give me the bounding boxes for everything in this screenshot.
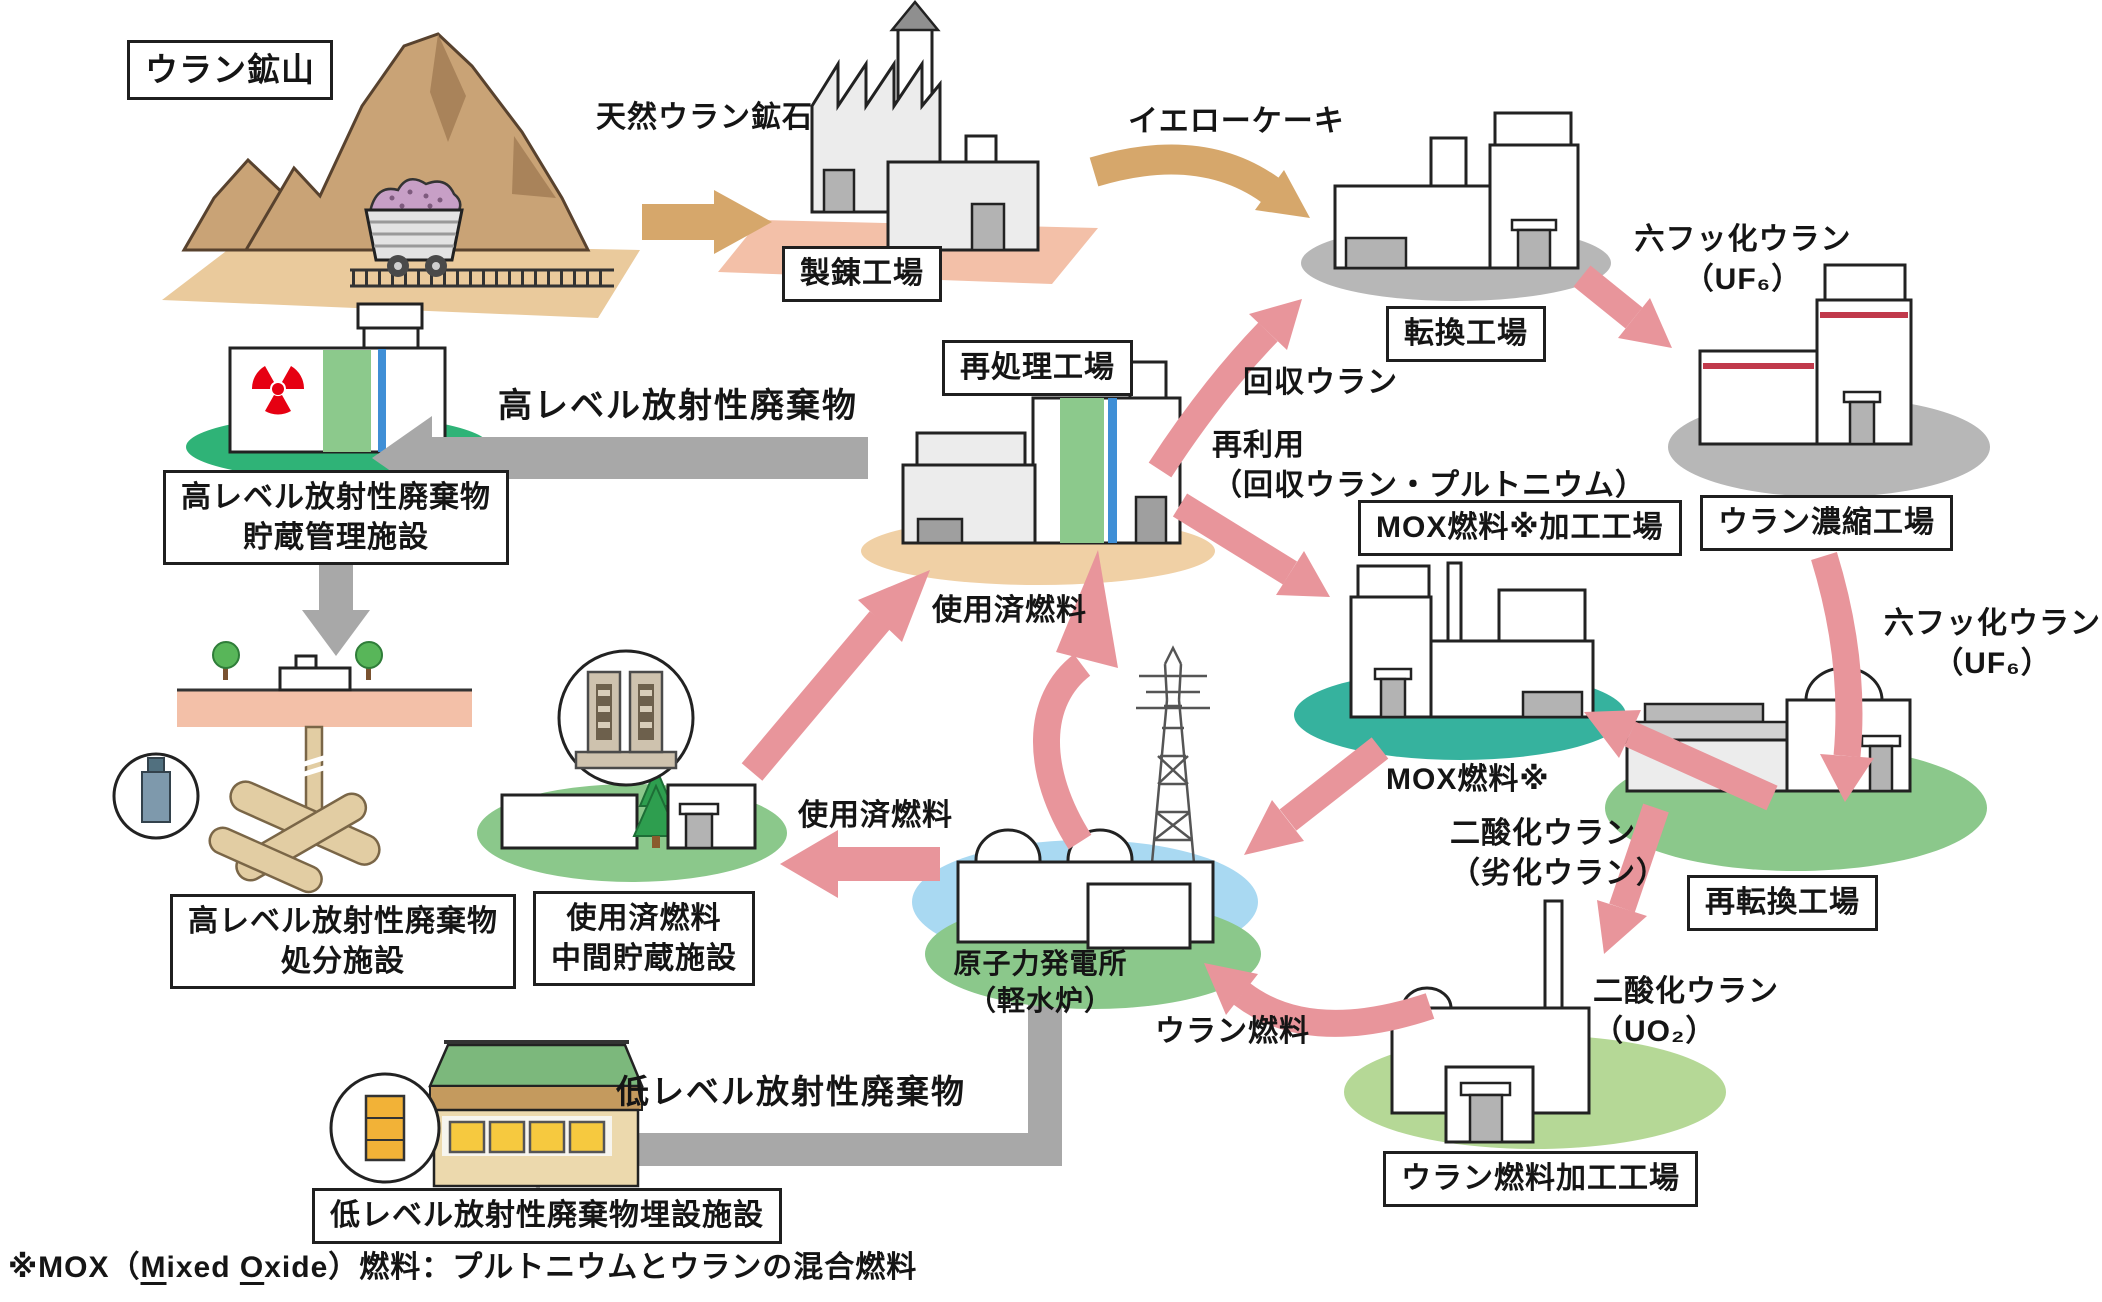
arrow-enrichment-to-reconversion — [1811, 552, 1874, 802]
arrow-conversion-to-enrichment — [1573, 265, 1672, 348]
arrow-reprocessing-to-mox — [1172, 493, 1330, 597]
footnote-underlined-m: M — [140, 1251, 167, 1284]
facility-label-hlw-storage: 高レベル放射性廃棄物 貯蔵管理施設 — [163, 470, 509, 566]
facility-label-fuel-fab-plant: ウラン燃料加工工場 — [1383, 1151, 1698, 1207]
power-pylon-icon — [1136, 645, 1210, 864]
arrow-reconversion-to-mox — [1584, 710, 1778, 811]
arrow-reconversion-to-fuelfab — [1597, 803, 1669, 954]
arrow-storage-to-reprocessing — [741, 570, 930, 781]
footnote-mid: ixed — [166, 1251, 240, 1284]
waste-drums-icon — [448, 1120, 606, 1154]
facility-label-hlw-disposal: 高レベル放射性廃棄物 処分施設 — [170, 894, 516, 990]
llw-burial-illustration — [329, 1040, 644, 1188]
arrow-yellowcake-to-conversion — [1089, 144, 1310, 218]
refining-plant-illustration — [718, 0, 1098, 284]
footnote-mox-definition: ※MOX（Mixed Oxide）燃料：プルトニウムとウランの混合燃料 — [8, 1248, 917, 1288]
facility-label-uranium-mine: ウラン鉱山 — [127, 40, 333, 100]
waste-canister-icon — [112, 752, 200, 840]
flow-label-hlw: 高レベル放射性廃棄物 — [498, 387, 858, 425]
arrow-mox-to-npp — [1244, 737, 1389, 855]
flow-label-spent-fuel-to-reprocessing: 使用済燃料 — [932, 594, 1087, 627]
mine-cart-icon — [364, 177, 464, 277]
radiation-icon — [251, 366, 305, 415]
arrow-storage-to-disposal — [302, 562, 370, 656]
tree-icon — [212, 641, 383, 680]
enrichment-plant-illustration — [1668, 263, 1990, 497]
flow-label-reuse: 再利用 （回収ウラン・プルトニウム） — [1212, 429, 1646, 502]
disposal-tunnels-icon — [208, 780, 381, 894]
flow-label-uo2: 二酸化ウラン （UO₂） — [1593, 975, 1779, 1048]
flow-label-uf6-right: 六フッ化ウラン （UF₆） — [1884, 607, 2101, 680]
flow-label-natural-uranium-ore: 天然ウラン鉱石 — [596, 101, 813, 134]
facility-label-reprocessing-plant: 再処理工場 — [942, 340, 1133, 396]
footnote-underlined-o: O — [239, 1251, 265, 1284]
npp-illustration — [912, 645, 1261, 1009]
arrow-reprocessing-to-conversion — [1148, 299, 1302, 478]
conversion-plant-illustration — [1301, 111, 1611, 301]
flow-label-mox-fuel: MOX燃料※ — [1386, 763, 1550, 796]
flow-label-uo2-depleted: 二酸化ウラン （劣化ウラン） — [1450, 817, 1667, 890]
flow-label-recovered-uranium: 回収ウラン — [1243, 366, 1398, 399]
flow-label-uranium-fuel: ウラン燃料 — [1155, 1015, 1310, 1048]
hlw-storage-illustration — [186, 302, 490, 479]
facility-label-npp: 原子力発電所 （軽水炉） — [953, 948, 1128, 1016]
fuel-fab-plant-illustration — [1344, 899, 1726, 1149]
storage-casks-icon — [557, 649, 695, 787]
facility-label-spent-fuel-storage: 使用済燃料 中間貯蔵施設 — [533, 891, 755, 987]
flow-label-spent-fuel-to-storage: 使用済燃料 — [798, 799, 953, 832]
uranium-mine-illustration — [162, 32, 640, 318]
facility-label-mox-fuel-plant: MOX燃料※加工工場 — [1358, 500, 1682, 556]
facility-label-refining-plant: 製錬工場 — [782, 246, 942, 302]
arrow-fuelfab-to-npp — [1204, 963, 1435, 1037]
flow-label-llw: 低レベル放射性廃棄物 — [616, 1073, 966, 1110]
flow-label-yellowcake: イエローケーキ — [1128, 105, 1345, 138]
arrow-npp-to-storage — [780, 830, 940, 898]
conifer-tree-icon — [632, 765, 680, 848]
arrow-ore-to-refining — [642, 190, 772, 254]
waste-drum-icon — [329, 1072, 441, 1184]
flow-arrows — [302, 144, 1874, 1037]
flow-label-uf6-top: 六フッ化ウラン （UF₆） — [1634, 223, 1852, 296]
footnote-suffix: xide）燃料：プルトニウムとウランの混合燃料 — [264, 1251, 918, 1284]
facility-label-llw-burial: 低レベル放射性廃棄物埋設施設 — [312, 1188, 782, 1244]
spent-fuel-storage-illustration — [477, 649, 787, 882]
facility-label-conversion-plant: 転換工場 — [1386, 306, 1546, 362]
footnote-prefix: ※MOX（ — [8, 1251, 141, 1284]
facility-label-enrichment-plant: ウラン濃縮工場 — [1700, 495, 1953, 551]
hlw-disposal-illustration — [112, 641, 472, 894]
facility-label-reconversion-plant: 再転換工場 — [1687, 875, 1878, 931]
reprocessing-plant-illustration — [861, 360, 1215, 585]
mox-fuel-plant-illustration — [1294, 561, 1626, 760]
arrow-npp-to-reprocessing — [1033, 550, 1118, 850]
arrow-llw-to-burial — [502, 1000, 1062, 1192]
